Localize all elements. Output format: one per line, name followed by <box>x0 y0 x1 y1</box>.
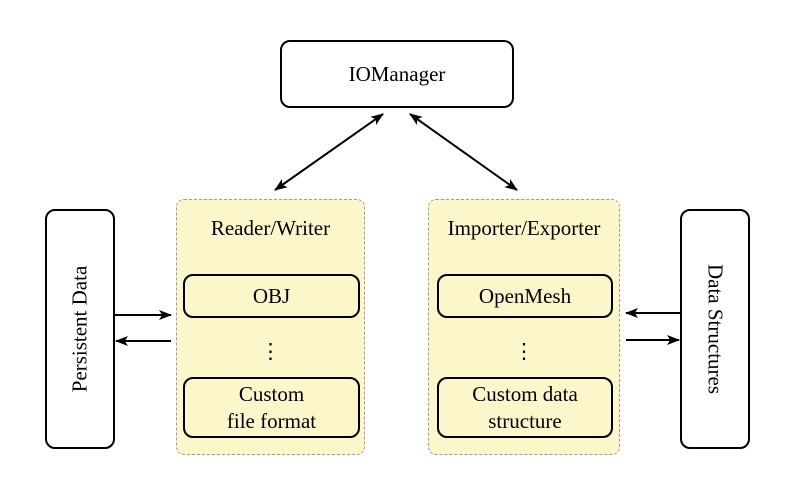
item-custom-data-structure-line1: Custom data <box>472 382 578 407</box>
node-iomanager-label: IOManager <box>348 61 446 86</box>
item-custom-file-format-line1: Custom <box>238 382 305 407</box>
group-importer-exporter: Importer/Exporter OpenMesh ⋮ Custom data… <box>428 199 620 455</box>
group-importer-exporter-title: Importer/Exporter <box>447 216 601 240</box>
item-custom-data-structure-line2: structure <box>488 408 562 433</box>
item-openmesh-label: OpenMesh <box>478 283 572 308</box>
node-iomanager: IOManager <box>280 40 514 108</box>
item-custom-file-format: Custom file format <box>183 377 360 438</box>
node-data-structures: Data Structures <box>680 209 750 449</box>
arrow-iomanager-readerwriter <box>274 113 384 191</box>
arrow-iomanager-importerexporter <box>409 113 518 191</box>
item-obj: OBJ <box>183 274 360 318</box>
reader-writer-ellipsis: ⋮ <box>260 339 281 363</box>
group-reader-writer-title: Reader/Writer <box>210 216 331 240</box>
item-openmesh: OpenMesh <box>437 274 613 318</box>
item-obj-label: OBJ <box>252 283 291 308</box>
item-custom-file-format-line2: file format <box>226 408 317 433</box>
node-data-structures-label: Data Structures <box>703 263 728 395</box>
node-persistent-data: Persistent Data <box>45 209 115 449</box>
importer-exporter-ellipsis: ⋮ <box>513 339 535 363</box>
item-custom-data-structure: Custom data structure <box>437 377 613 438</box>
node-persistent-data-label: Persistent Data <box>67 265 92 393</box>
group-reader-writer: Reader/Writer OBJ ⋮ Custom file format <box>176 199 365 455</box>
